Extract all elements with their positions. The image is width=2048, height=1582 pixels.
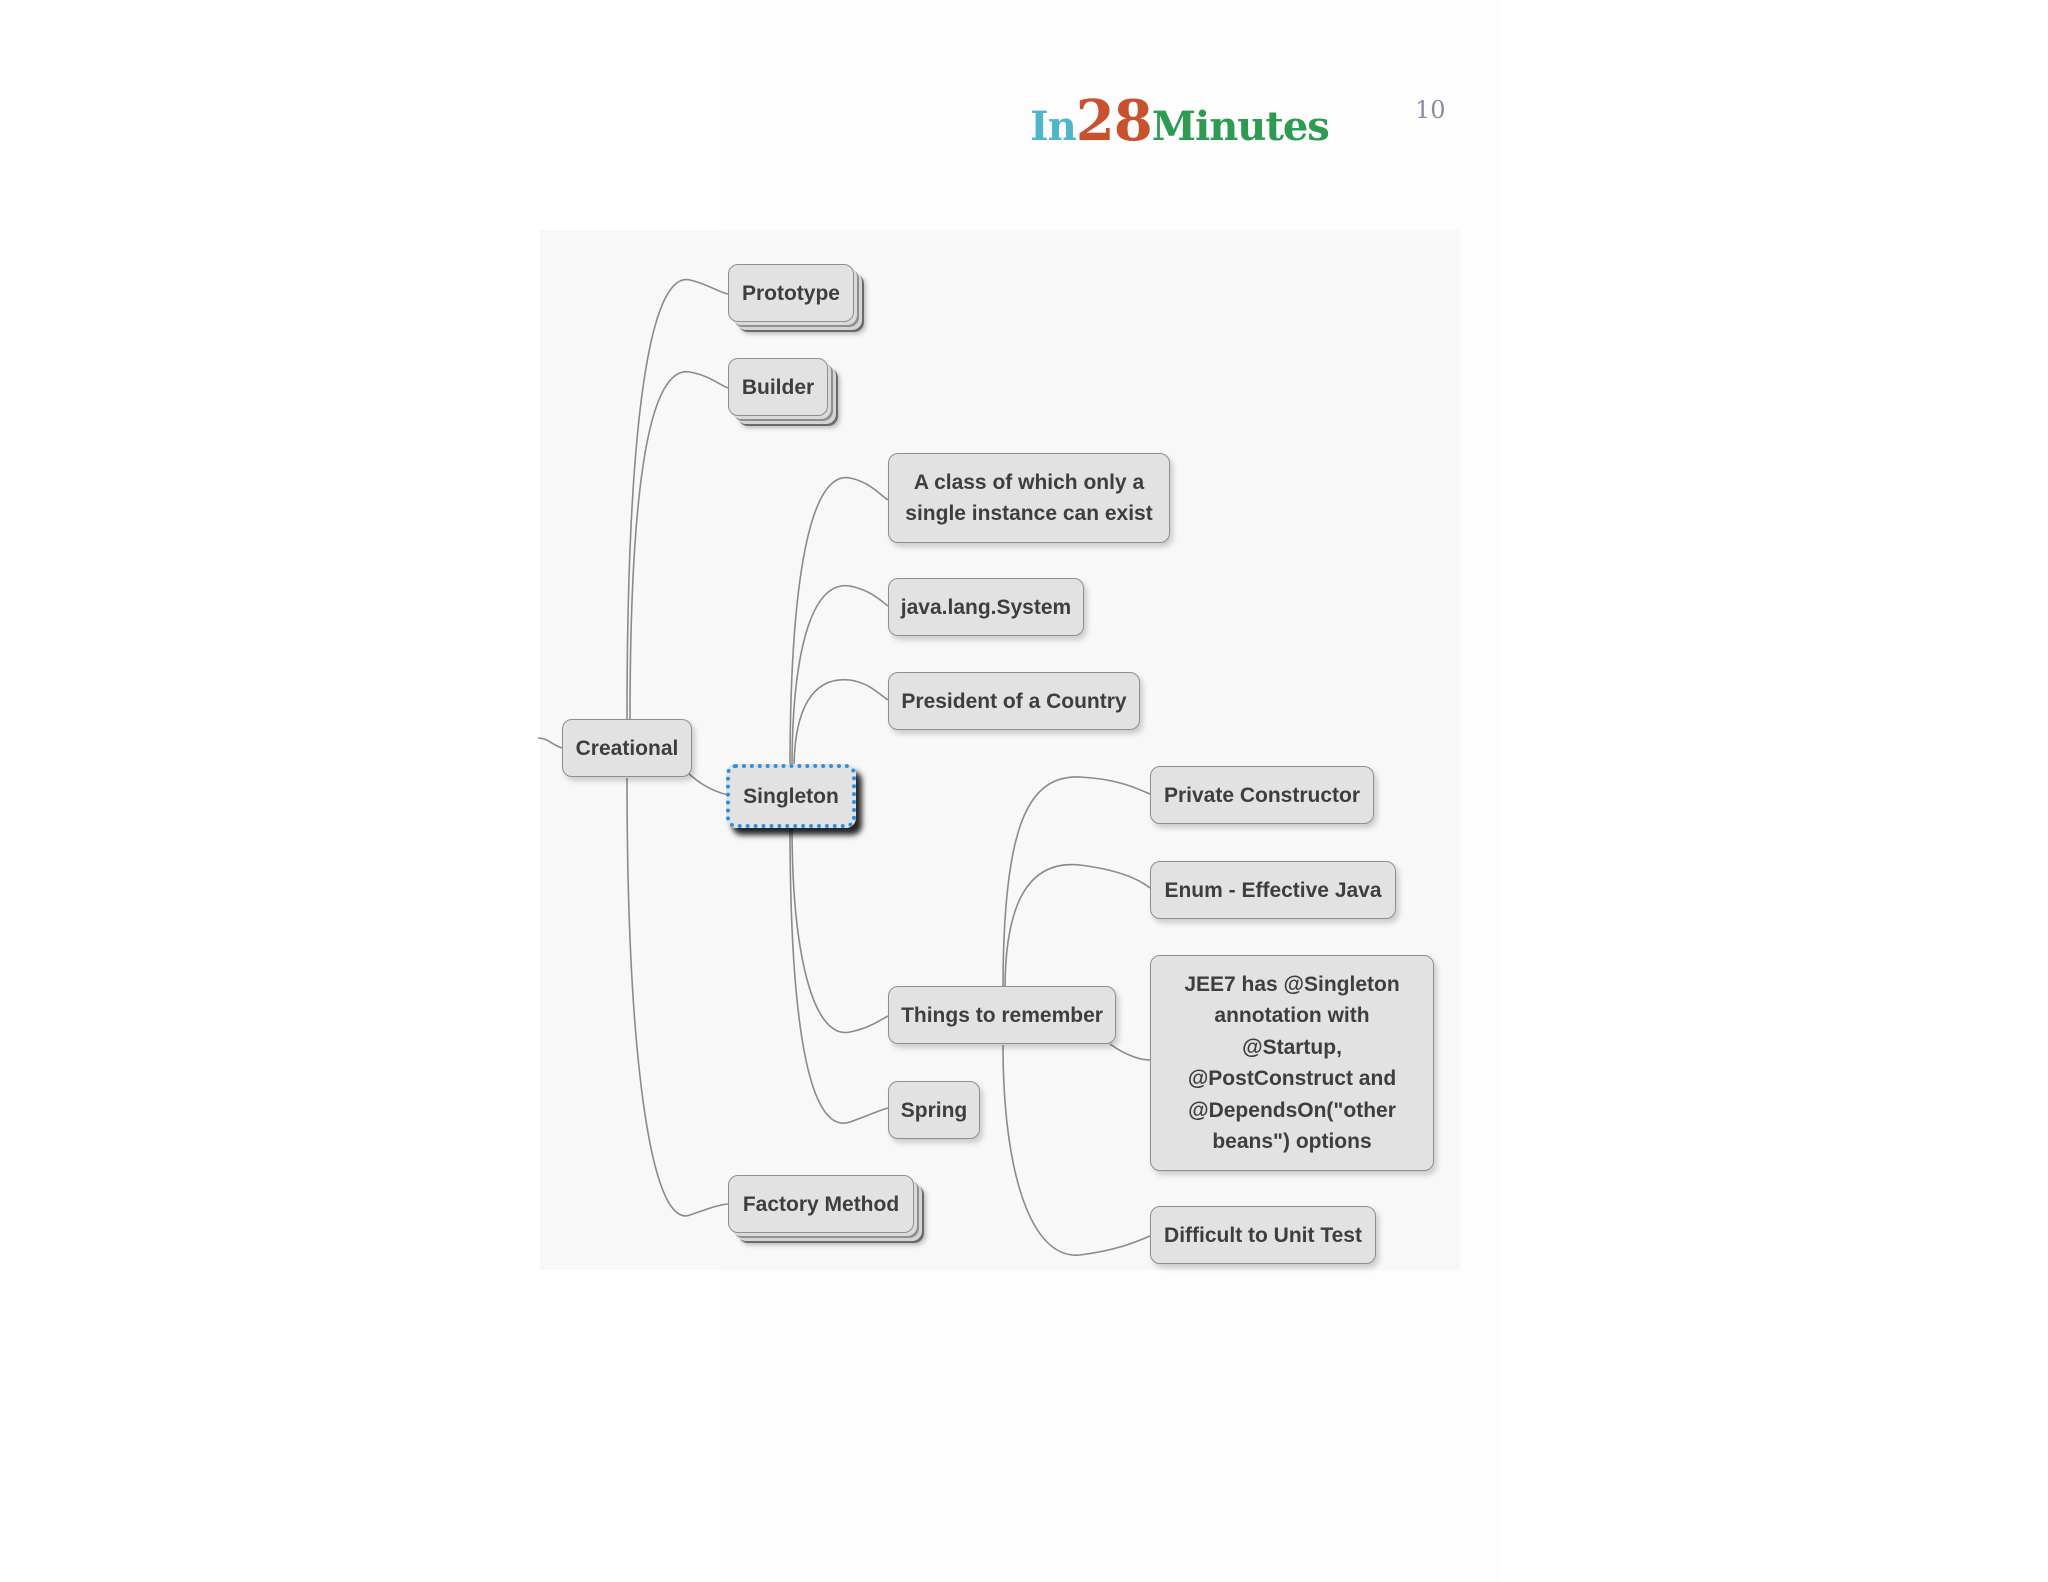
node-creational[interactable]: Creational — [562, 719, 692, 777]
logo-text-in: In — [1030, 103, 1077, 150]
node-builder[interactable]: Builder — [728, 358, 828, 416]
logo-text-minutes: Minutes — [1151, 103, 1330, 150]
connector-creational-factory-method — [626, 777, 729, 1217]
node-singleton[interactable]: Singleton — [726, 764, 856, 828]
node-private-constructor[interactable]: Private Constructor — [1150, 766, 1374, 824]
connector-things-difficult — [1002, 1044, 1151, 1256]
connector-singleton-definition — [789, 476, 889, 771]
node-jee7-note[interactable]: JEE7 has @Singleton annotation with @Sta… — [1150, 955, 1434, 1171]
node-prototype[interactable]: Prototype — [728, 264, 854, 322]
connector-things-jee7 — [1109, 1043, 1151, 1061]
connector-parent-creational — [537, 737, 563, 749]
node-singleton-definition[interactable]: A class of which only a single instance … — [888, 453, 1170, 543]
connector-singleton-things — [791, 825, 889, 1034]
node-things-to-remember[interactable]: Things to remember — [888, 986, 1116, 1044]
node-java-lang-system[interactable]: java.lang.System — [888, 578, 1084, 636]
connector-things-enum — [1004, 863, 1151, 991]
connector-singleton-java-lang-system — [791, 584, 889, 771]
logo-text-28: 28 — [1075, 88, 1153, 154]
connector-creational-prototype — [626, 278, 729, 721]
connector-things-private-constructor — [1002, 776, 1151, 991]
connector-singleton-president — [793, 678, 889, 771]
connector-singleton-spring — [789, 825, 889, 1124]
in28minutes-logo: In28Minutes — [1030, 88, 1330, 154]
connector-creational-singleton — [684, 769, 729, 796]
node-difficult-to-unit-test[interactable]: Difficult to Unit Test — [1150, 1206, 1376, 1264]
node-enum-effective-java[interactable]: Enum - Effective Java — [1150, 861, 1396, 919]
node-factory-method[interactable]: Factory Method — [728, 1175, 914, 1233]
node-president-of-a-country[interactable]: President of a Country — [888, 672, 1140, 730]
node-spring[interactable]: Spring — [888, 1081, 980, 1139]
connector-creational-builder — [629, 371, 729, 721]
page-number: 10 — [1415, 96, 1446, 124]
